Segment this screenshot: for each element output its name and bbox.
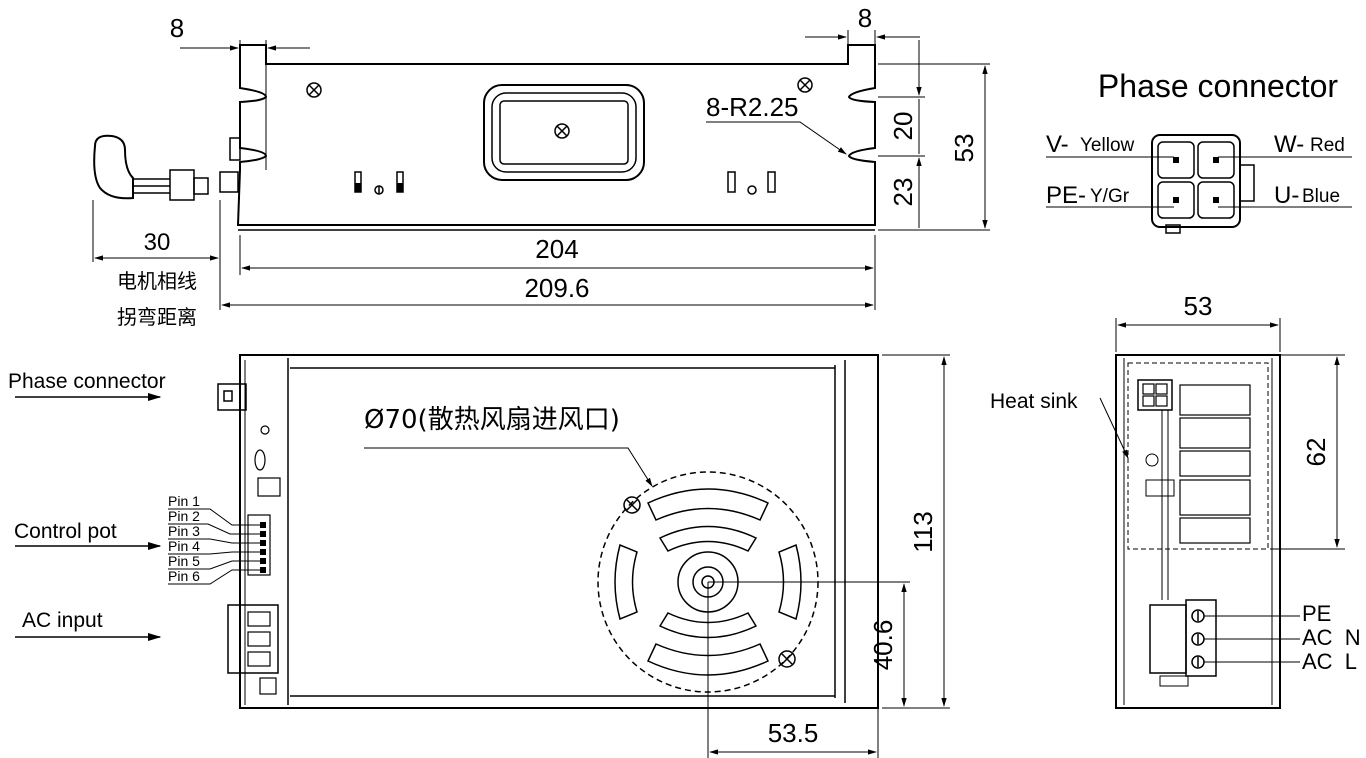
dim-front-height: 113 bbox=[908, 511, 938, 552]
phase-connector-detail: Phase connector V- Yellow W- Red PE- Y/G… bbox=[1046, 68, 1352, 234]
dim-slot-spacing: 20 bbox=[888, 112, 918, 141]
dim-fan-vertical: 40.6 bbox=[868, 620, 898, 671]
phase-connector-socket bbox=[217, 383, 247, 411]
pin-label: Pin 1 bbox=[168, 493, 200, 509]
connector-housing bbox=[1151, 134, 1241, 228]
phase-connector-title: Phase connector bbox=[1098, 68, 1339, 104]
pe-label: PE- bbox=[1046, 182, 1086, 209]
pin-label: Pin 6 bbox=[168, 568, 200, 584]
control-pot-header bbox=[247, 514, 271, 576]
bend-note-line2: 拐弯距离 bbox=[117, 305, 197, 329]
handle-outer bbox=[483, 84, 645, 181]
u-color: Blue bbox=[1302, 186, 1340, 207]
side-view: PE AC N AC L Heat sink 53 62 bbox=[990, 291, 1361, 709]
w-label: W- bbox=[1274, 131, 1304, 158]
terminal-pe: PE bbox=[1302, 601, 1331, 626]
dim-slot-width-left: 8 bbox=[170, 13, 184, 43]
dim-total-length: 209.6 bbox=[524, 273, 589, 303]
v-color: Yellow bbox=[1080, 135, 1135, 156]
motor-cable bbox=[93, 134, 134, 200]
ac-input-label: AC input bbox=[22, 609, 103, 632]
pe-color: Y/Gr bbox=[1090, 186, 1130, 207]
side-terminal-screws bbox=[1185, 599, 1217, 677]
screw-icon bbox=[778, 650, 796, 668]
side-view-housing bbox=[1115, 354, 1281, 709]
dim-fan-horizontal: 53.5 bbox=[768, 718, 819, 748]
screw-icon bbox=[554, 123, 570, 139]
w-color: Red bbox=[1310, 135, 1345, 156]
screw-icon bbox=[623, 496, 641, 514]
terminal-ac-l: AC L bbox=[1302, 649, 1357, 674]
pin-label: Pin 3 bbox=[168, 523, 200, 539]
pin-label: Pin 5 bbox=[168, 553, 200, 569]
screw-icon bbox=[306, 82, 322, 98]
dim-inner-length: 204 bbox=[535, 234, 578, 264]
slot-mark bbox=[767, 171, 776, 193]
dim-radius: 8-R2.25 bbox=[706, 92, 799, 122]
fan-label: Ø70(散热风扇进风口) bbox=[364, 405, 620, 435]
pin-list: Pin 1 Pin 2 Pin 3 Pin 4 Pin 5 Pin 6 bbox=[168, 493, 262, 585]
terminal-ac-n: AC N bbox=[1302, 625, 1361, 650]
heat-sink-label: Heat sink bbox=[990, 390, 1078, 413]
ac-input-terminal bbox=[227, 604, 279, 674]
pin-label: Pin 4 bbox=[168, 538, 200, 554]
top-view: 8 8 8-R2.25 20 23 53 30 电机相线 拐弯距离 bbox=[92, 3, 990, 329]
top-view-housing bbox=[236, 44, 876, 226]
front-view-housing bbox=[239, 354, 879, 709]
connector-cell-w bbox=[1197, 141, 1235, 179]
handle-grip bbox=[499, 100, 629, 165]
bend-note-line1: 电机相线 bbox=[117, 269, 197, 293]
side-phase-connector bbox=[1137, 379, 1173, 411]
control-pot-label: Control pot bbox=[14, 520, 117, 543]
cable-plug-tip bbox=[193, 177, 209, 195]
front-view: Ø70(散热风扇进风口) Phase connector Control pot… bbox=[8, 354, 950, 758]
v-label: V- bbox=[1046, 131, 1069, 158]
connector-latch bbox=[1165, 224, 1181, 234]
u-label: U- bbox=[1274, 182, 1299, 209]
phase-connector-label: Phase connector bbox=[8, 370, 166, 393]
connector-clip bbox=[1239, 164, 1255, 202]
dim-side-width: 53 bbox=[1184, 291, 1213, 321]
slot-mark bbox=[727, 171, 736, 193]
dim-top-height: 53 bbox=[949, 134, 979, 163]
hole-mark bbox=[747, 185, 757, 195]
cable-plug bbox=[169, 169, 195, 201]
dim-slot-width-right: 8 bbox=[858, 3, 872, 33]
dim-heat-sink-height: 62 bbox=[1301, 438, 1331, 467]
handle-inner bbox=[491, 92, 637, 173]
connector-cell-pe bbox=[1157, 181, 1195, 219]
heat-sink-outline bbox=[1127, 362, 1269, 550]
dim-bottom-offset: 23 bbox=[888, 178, 918, 207]
pin-label: Pin 2 bbox=[168, 508, 200, 524]
connector-cell-v bbox=[1157, 141, 1195, 179]
cable-bracket bbox=[229, 137, 241, 161]
cable-socket bbox=[219, 171, 239, 193]
screw-icon bbox=[797, 77, 813, 93]
dim-bend: 30 bbox=[144, 229, 171, 256]
side-terminal-block bbox=[1149, 604, 1187, 674]
connector-cell-u bbox=[1197, 181, 1235, 219]
